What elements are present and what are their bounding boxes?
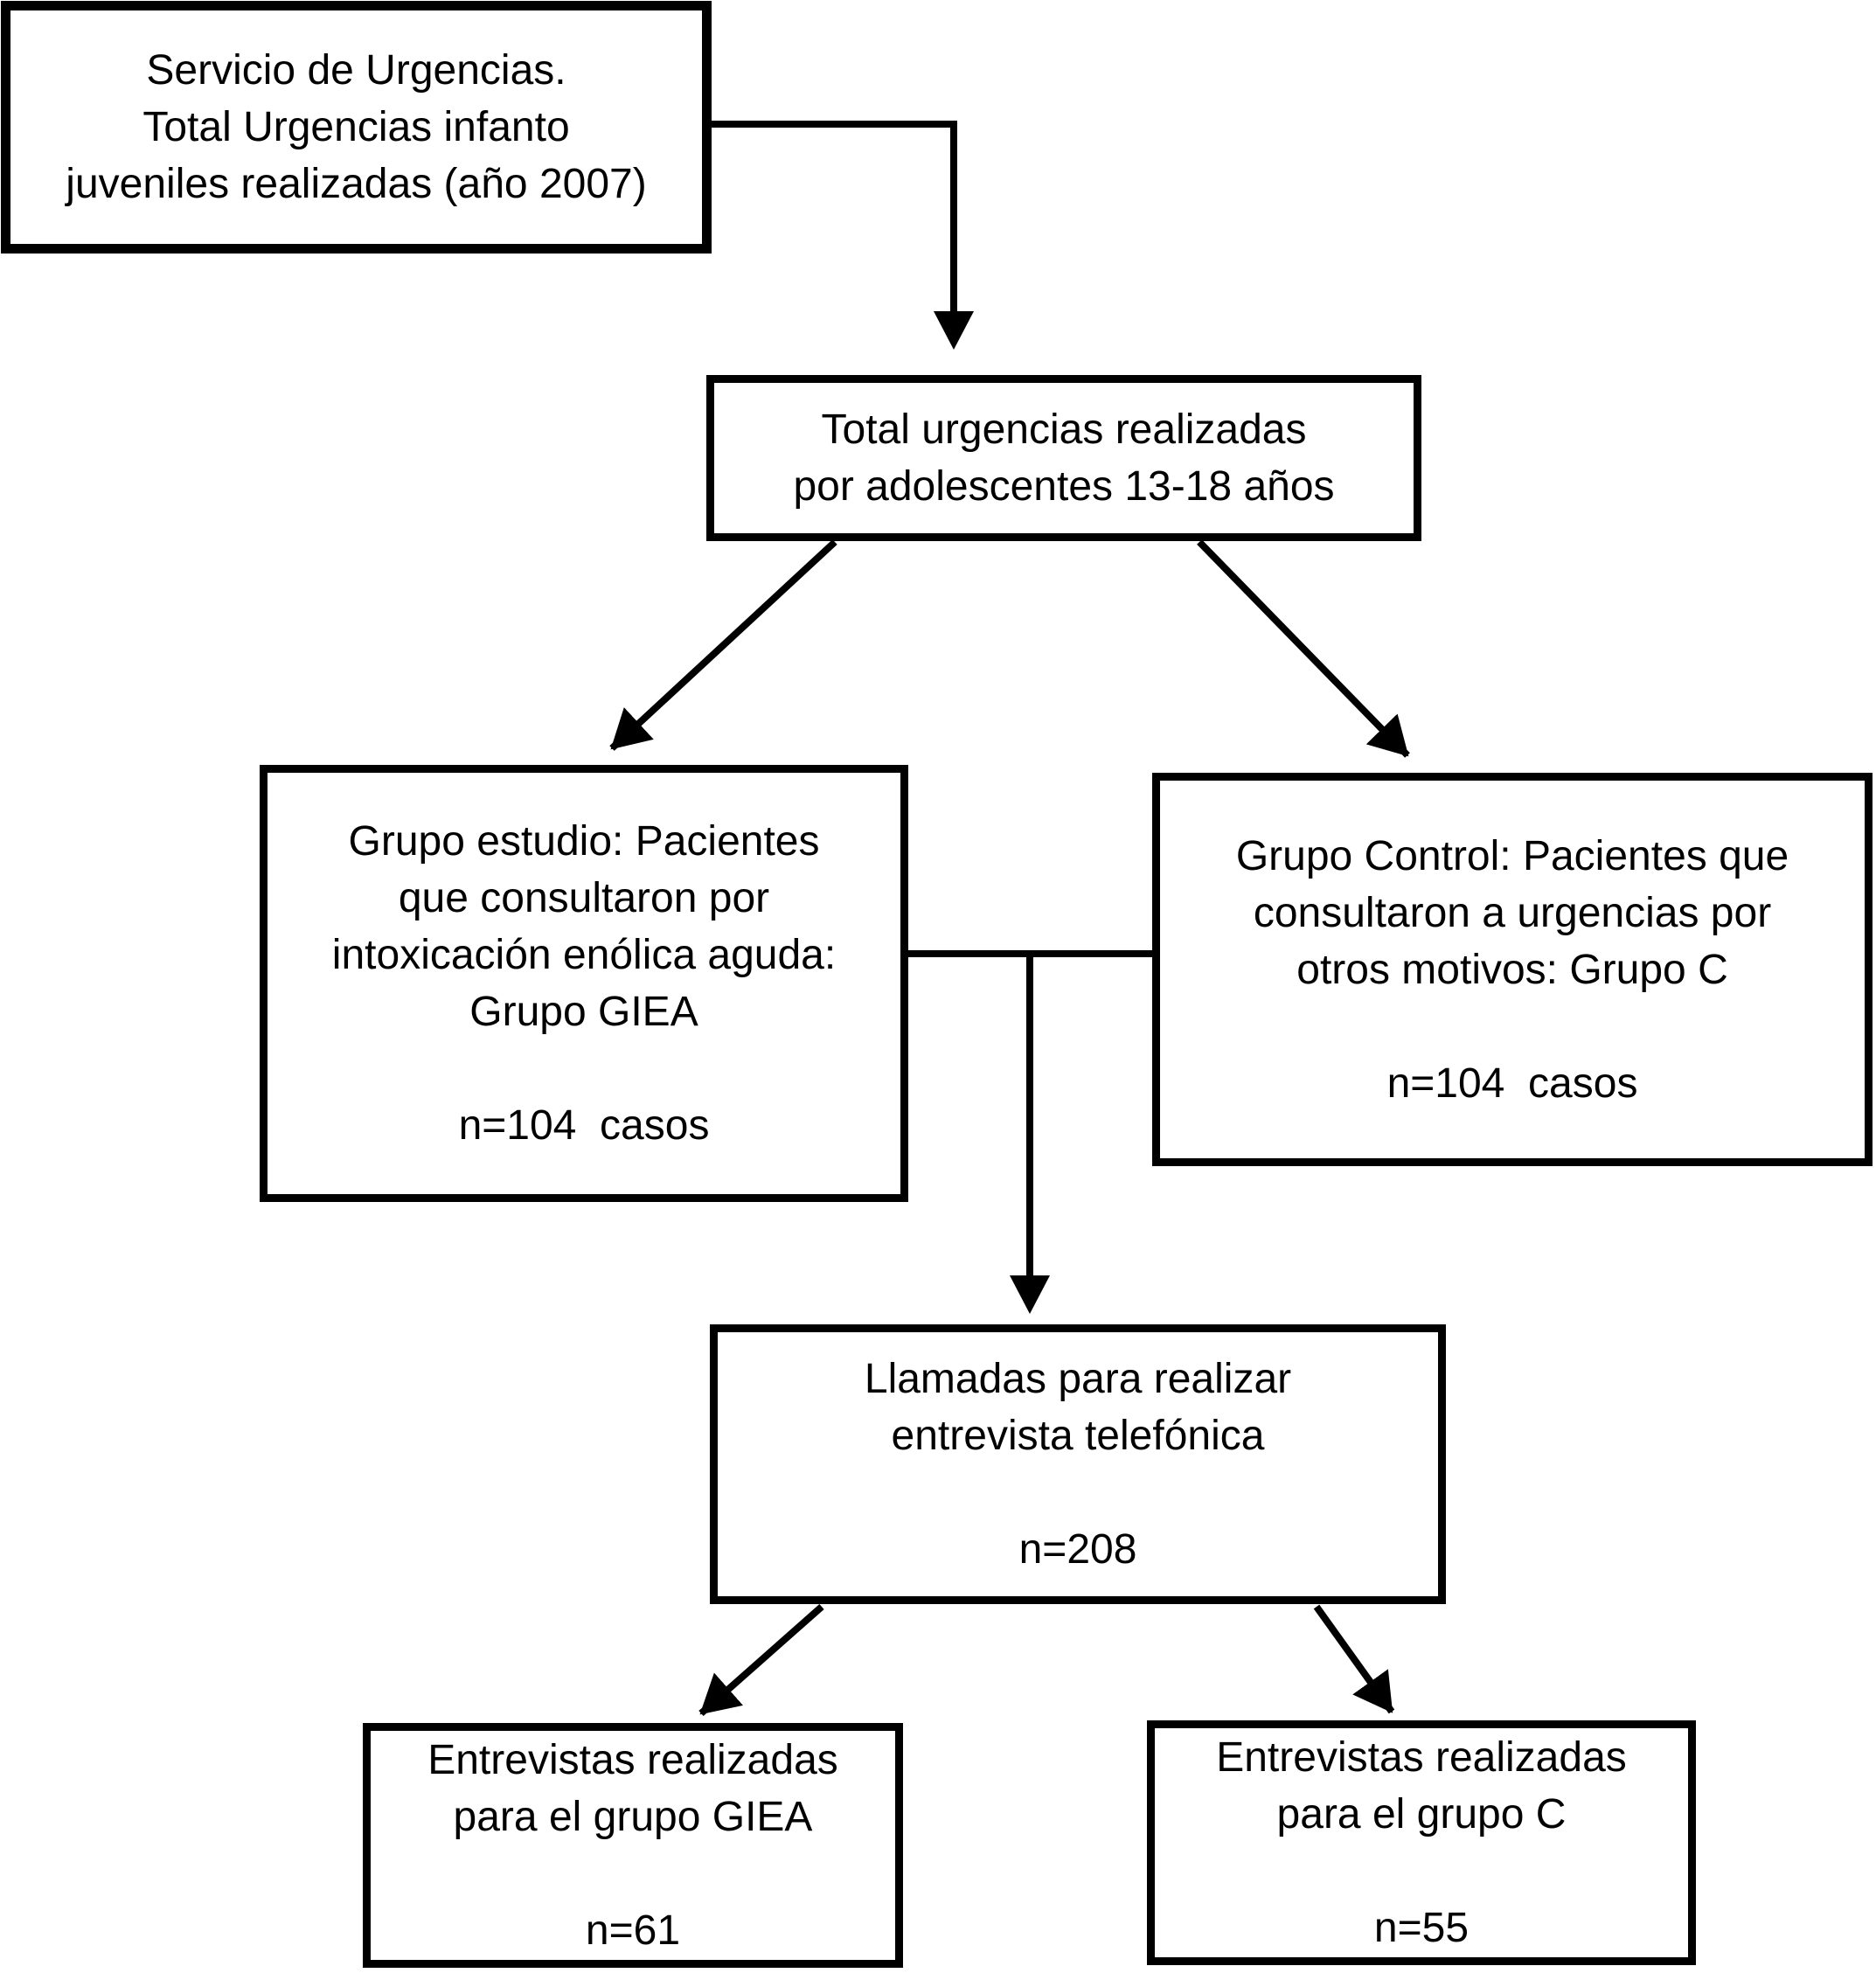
arrow-total-to-estudio bbox=[609, 539, 837, 751]
arrow-llamadas-to-giea bbox=[698, 1604, 824, 1716]
node-entrevistas-c: Entrevistas realizadas para el grupo C n… bbox=[1147, 1720, 1696, 1965]
node-total-urgencias-adolescentes: Total urgencias realizadas por adolescen… bbox=[706, 375, 1421, 541]
node-grupo-estudio-giea: Grupo estudio: Pacientes que consultaron… bbox=[260, 765, 908, 1202]
node-grupo-control-c: Grupo Control: Pacientes que consultaron… bbox=[1152, 773, 1873, 1166]
arrow-llamadas-to-c bbox=[1313, 1604, 1395, 1714]
node-llamadas-entrevista: Llamadas para realizar entrevista telefó… bbox=[710, 1324, 1446, 1604]
arrow-servicio-to-total bbox=[708, 121, 957, 313]
node-entrevistas-giea: Entrevistas realizadas para el grupo GIE… bbox=[363, 1723, 903, 1968]
arrow-grupos-to-llamadas-head bbox=[1010, 1275, 1050, 1314]
arrow-total-to-control bbox=[1197, 539, 1410, 758]
node-servicio-urgencias: Servicio de Urgencias. Total Urgencias i… bbox=[1, 1, 712, 254]
arrow-servicio-to-total-head bbox=[934, 311, 974, 350]
